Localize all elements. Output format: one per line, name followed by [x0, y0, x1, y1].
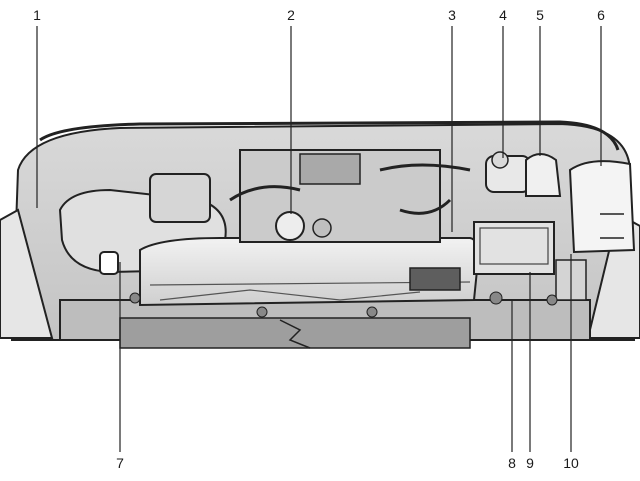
- callout-9: 9: [526, 455, 534, 471]
- lower-grille: [119, 317, 471, 349]
- callout-10: 10: [563, 455, 579, 471]
- callout-3: 3: [448, 7, 456, 23]
- cover-badge: [409, 267, 461, 291]
- left-headlamp: [0, 208, 54, 339]
- callout-5: 5: [536, 7, 544, 23]
- engine-oil-dipstick: [99, 251, 119, 275]
- callout-7: 7: [116, 455, 124, 471]
- callout-8: 8: [508, 455, 516, 471]
- engine-oil-fill-cap: [275, 211, 305, 241]
- battery: [473, 221, 555, 275]
- callout-1: 1: [33, 7, 41, 23]
- callout-6: 6: [597, 7, 605, 23]
- washer-fluid-reservoir: [568, 160, 636, 254]
- callout-2: 2: [287, 7, 295, 23]
- air-cleaner-box: [149, 173, 211, 223]
- hood-rim: [39, 120, 620, 151]
- leader-lines: [36, 26, 602, 452]
- callout-4: 4: [499, 7, 507, 23]
- coolant-surge-tank: [525, 153, 562, 197]
